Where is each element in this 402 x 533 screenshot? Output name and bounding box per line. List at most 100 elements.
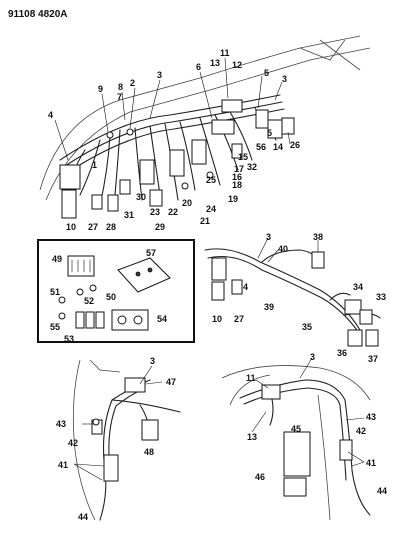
callout-53: 53	[64, 334, 74, 344]
callout-2a: 2	[130, 78, 135, 88]
clip-24	[181, 182, 189, 190]
connector-47	[124, 377, 146, 393]
callout-19: 19	[228, 194, 238, 204]
callout-56: 56	[256, 142, 266, 152]
inset-parts-box: 49 57 51 52 50 55 53 54	[37, 239, 195, 344]
callout-3d: 3	[150, 356, 155, 366]
part-53a	[75, 311, 85, 329]
connector-31	[119, 179, 131, 195]
lower-left-callouts: 3 47 43 42 48 41 44	[56, 356, 176, 522]
clip-8	[106, 131, 114, 139]
callout-29: 29	[155, 222, 165, 232]
callout-41b: 41	[366, 458, 376, 468]
callout-18: 18	[232, 180, 242, 190]
callout-28: 28	[106, 222, 116, 232]
callout-5a: 5	[264, 68, 269, 78]
lower-right-assembly: 3 11 13 45 46 43 42 41 44	[221, 352, 387, 521]
connector-26	[281, 117, 295, 135]
lower-left-assembly: 3 47 43 42 48 41 44	[56, 356, 181, 522]
connector-33	[359, 309, 373, 325]
callout-42a: 42	[68, 438, 78, 448]
connector-16	[231, 143, 243, 159]
part-49	[67, 255, 95, 277]
connector-block-10	[61, 189, 77, 219]
callout-4a: 4	[48, 110, 53, 120]
callout-43a: 43	[56, 419, 66, 429]
callout-50: 50	[106, 292, 116, 302]
callout-42b: 42	[356, 426, 366, 436]
callout-5b: 5	[267, 128, 272, 138]
callout-46: 46	[255, 472, 265, 482]
callout-44b: 44	[377, 486, 387, 496]
connector-20	[191, 139, 207, 165]
callout-13b: 13	[247, 432, 257, 442]
callout-31: 31	[124, 210, 134, 220]
part-53c	[95, 311, 105, 329]
connector-38	[311, 251, 325, 269]
callout-9: 9	[98, 84, 103, 94]
connector-23	[149, 189, 163, 207]
inset-frame	[37, 239, 195, 343]
connector-36	[347, 329, 363, 347]
connector-46	[283, 477, 307, 497]
connector-block-1	[59, 164, 81, 190]
callout-27b: 27	[234, 314, 244, 324]
connector-right-4	[211, 257, 227, 281]
part-53b	[85, 311, 95, 329]
callout-3c: 3	[266, 232, 271, 242]
callout-25: 25	[206, 175, 216, 185]
callout-32: 32	[247, 162, 257, 172]
callout-27a: 27	[88, 222, 98, 232]
callout-4b: 4	[243, 282, 248, 292]
callout-44a: 44	[78, 512, 88, 522]
part-50b	[89, 284, 97, 292]
callout-13a: 13	[210, 58, 220, 68]
connector-45	[283, 431, 311, 477]
part-55	[58, 312, 66, 320]
connector-27	[91, 194, 103, 210]
callout-33: 33	[376, 292, 386, 302]
callout-47: 47	[166, 377, 176, 387]
callout-14: 14	[273, 142, 283, 152]
part-54	[111, 309, 149, 331]
connector-right-27	[231, 279, 243, 295]
connector-11	[261, 384, 281, 400]
connector-48	[141, 419, 159, 441]
part-51	[58, 296, 66, 304]
callout-57: 57	[146, 248, 156, 258]
callout-23: 23	[150, 207, 160, 217]
connector-22	[169, 149, 185, 177]
callout-1: 1	[92, 160, 97, 170]
callout-17: 17	[234, 164, 244, 174]
callout-45: 45	[291, 424, 301, 434]
connector-28	[107, 194, 119, 212]
callout-43b: 43	[366, 412, 376, 422]
part-57	[117, 257, 171, 293]
callout-24: 24	[206, 204, 216, 214]
callout-12: 12	[232, 60, 242, 70]
clip-2	[126, 128, 134, 136]
connector-5	[255, 109, 269, 129]
callout-11a: 11	[220, 48, 230, 58]
main-callouts: 3 2 8 7 9 4 6 13 11 12 5 3 5 56 14 26 1 …	[48, 48, 300, 232]
connector-13	[221, 99, 243, 113]
callout-39: 39	[264, 302, 274, 312]
part-50a	[76, 288, 84, 296]
main-harness-assembly: 3 2 8 7 9 4 6 13 11 12 5 3 5 56 14 26 1 …	[39, 35, 371, 232]
callout-41a: 41	[58, 460, 68, 470]
callout-52: 52	[84, 296, 94, 306]
callout-11b: 11	[246, 373, 256, 383]
connector-34	[344, 299, 362, 315]
callout-36: 36	[337, 348, 347, 358]
callout-8: 8	[118, 82, 123, 92]
callout-3a: 3	[157, 70, 162, 80]
callout-54: 54	[157, 314, 167, 324]
callout-10b: 10	[212, 314, 222, 324]
callout-35: 35	[302, 322, 312, 332]
diagram-code: 91108 4820A	[8, 9, 68, 20]
callout-51: 51	[50, 287, 60, 297]
right-harness-assembly: 3 40 38 4 39 10 27 34 33 35 36 37	[204, 232, 386, 364]
connector-41	[103, 454, 119, 482]
callout-48: 48	[144, 447, 154, 457]
